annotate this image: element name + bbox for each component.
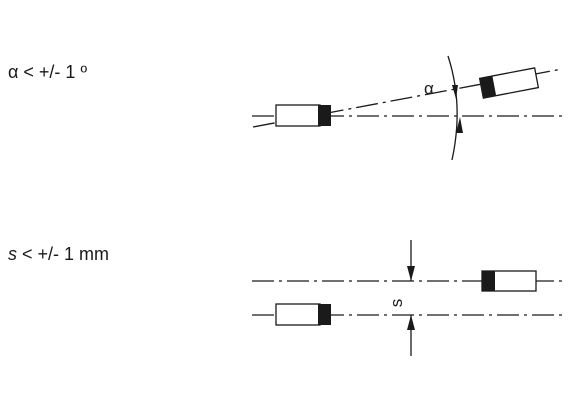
angle-arrow-upper (452, 85, 458, 99)
offset-tolerance-text: < +/- 1 mm (17, 244, 110, 264)
angular-tolerance-label: α < +/- 1 º (8, 62, 87, 83)
offset-variable: s (8, 244, 17, 264)
angle-symbol: α (424, 79, 434, 98)
offset-arrow-down (407, 266, 415, 281)
angle-arc (447, 55, 458, 161)
offset-arrow-up (407, 315, 415, 330)
angle-arrow-lower (456, 117, 463, 133)
right-sensor-offset (481, 270, 537, 292)
offset-misalignment-figure: s (252, 240, 562, 356)
right-sensor-angular (478, 67, 540, 99)
angular-tolerance-text: α < +/- 1 º (8, 62, 88, 82)
angular-misalignment-figure: α (252, 55, 563, 161)
offset-tolerance-label: s < +/- 1 mm (8, 244, 109, 265)
left-sensor-angular (275, 104, 331, 127)
offset-symbol: s (387, 299, 406, 308)
left-sensor-offset (275, 303, 331, 326)
